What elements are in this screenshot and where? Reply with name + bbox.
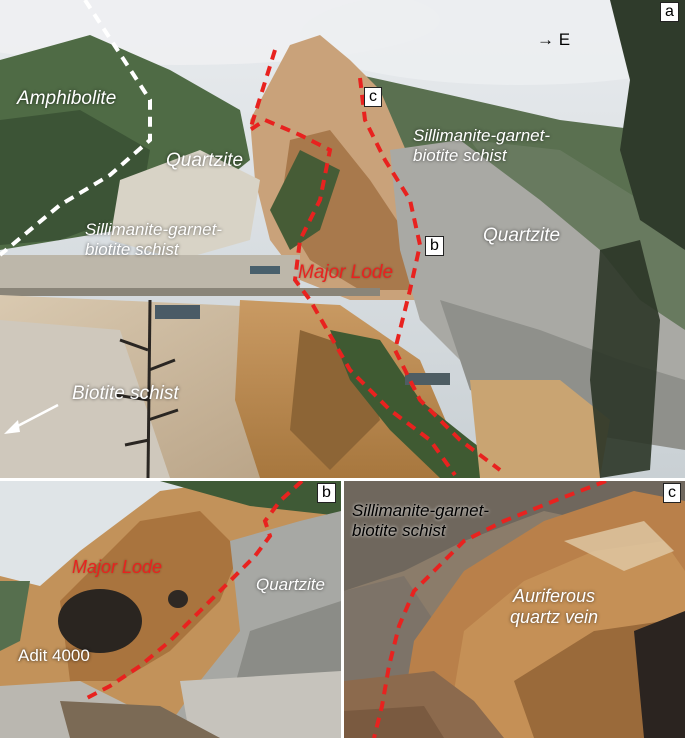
label-schist-c: Sillimanite-garnet- biotite schist [352, 501, 489, 540]
adit-opening [58, 589, 142, 653]
label-quartzite-left: Quartzite [166, 150, 244, 171]
east-arrow-label: → E [537, 30, 571, 49]
arrow-head-icon [4, 420, 20, 434]
label-major-lode: Major Lode [298, 262, 394, 283]
panel-a: a → E Amphibolite Quartzite Sillimanite-… [0, 0, 685, 478]
label-schist-right: Sillimanite-garnet- biotite schist [413, 126, 550, 165]
callout-c: c [364, 87, 382, 107]
label-adit: Adit 4000 [18, 646, 90, 665]
mountain-photo-b [0, 481, 341, 738]
panel-letter-c: c [663, 483, 681, 503]
panel-letter-a: a [660, 2, 679, 22]
label-auriferous-vein: Auriferous quartz vein [510, 586, 599, 627]
label-quartzite-right: Quartzite [483, 225, 561, 246]
panel-letter-b: b [317, 483, 336, 503]
dead-tree [114, 299, 179, 478]
building [155, 305, 200, 319]
panel-b: b Major Lode Quartzite Adit 4000 [0, 481, 341, 738]
callout-b: b [425, 236, 444, 256]
label-schist-left: Sillimanite-garnet- biotite schist [85, 220, 222, 259]
label-quartzite-b: Quartzite [256, 575, 325, 594]
label-biotite-schist: Biotite schist [72, 383, 179, 404]
label-major-lode-b: Major Lode [72, 557, 163, 577]
panel-c: c Sillimanite-garnet- biotite schist Aur… [344, 481, 685, 738]
mountain-photo-a [0, 0, 685, 478]
contact-line-red-c [372, 481, 607, 738]
label-amphibolite: Amphibolite [17, 88, 117, 109]
outcrop-photo-c [344, 481, 685, 738]
